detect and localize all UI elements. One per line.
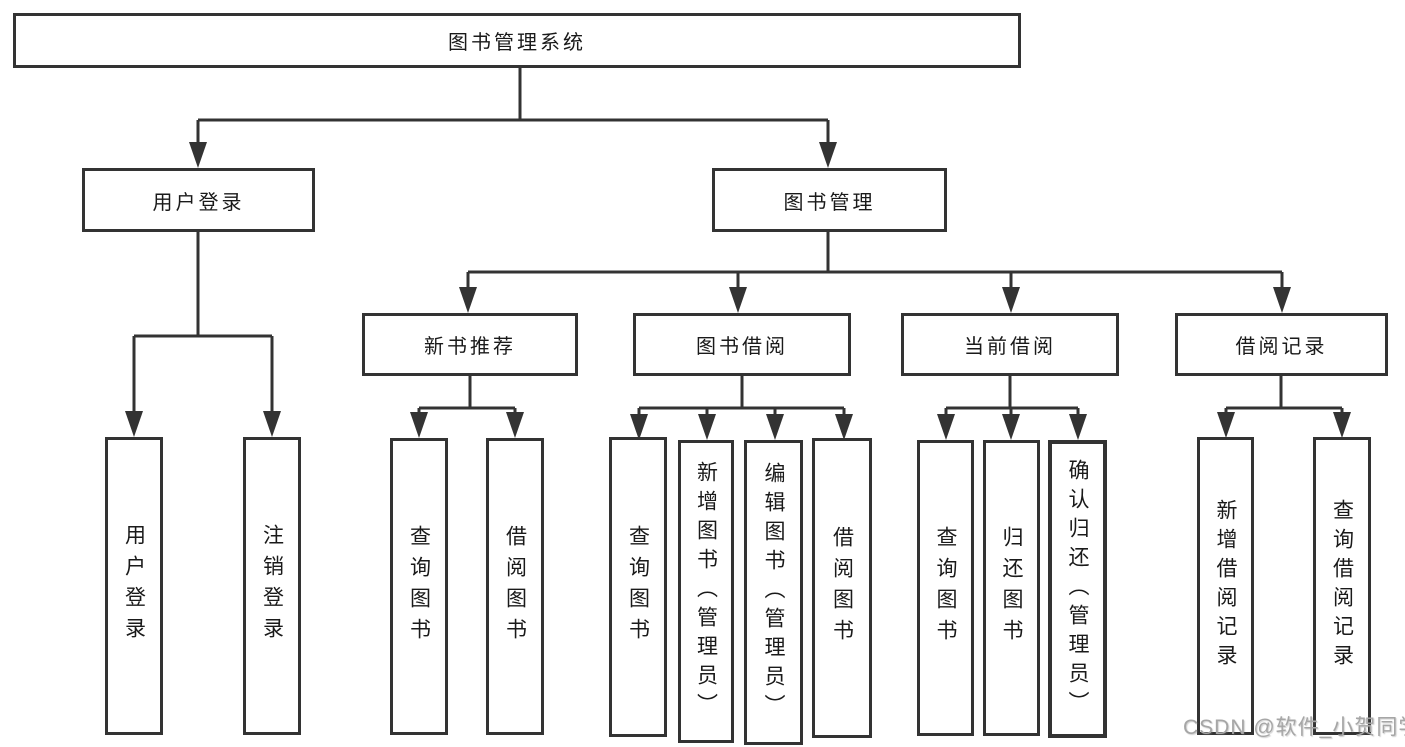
leaf-confirm-return-admin: 确认归还（管理员） [1048, 440, 1107, 738]
leaf-user-login: 用户登录 [105, 437, 163, 735]
leaf-add-borrow-record: 新增借阅记录 [1197, 437, 1254, 735]
leaf-borrow-books-borrow: 借阅图书 [812, 438, 872, 738]
node-user-login: 用户登录 [82, 168, 315, 232]
leaf-borrow-books-recommend: 借阅图书 [486, 438, 544, 735]
node-library-management-system: 图书管理系统 [13, 13, 1021, 68]
leaf-query-borrow-record: 查询借阅记录 [1313, 437, 1371, 735]
leaf-add-book-admin: 新增图书（管理员） [678, 440, 734, 743]
leaf-logout: 注销登录 [243, 437, 301, 735]
leaf-edit-book-admin: 编辑图书（管理员） [744, 440, 803, 745]
csdn-watermark: CSDN @软件_小贺同学 [1183, 716, 1405, 739]
node-book-management: 图书管理 [712, 168, 947, 232]
leaf-query-books-recommend: 查询图书 [390, 438, 448, 735]
node-book-borrowing: 图书借阅 [633, 313, 851, 376]
node-new-book-recommendation: 新书推荐 [362, 313, 578, 376]
leaf-query-books-current: 查询图书 [917, 440, 974, 736]
leaf-return-book: 归还图书 [983, 440, 1040, 736]
leaf-query-books-borrow: 查询图书 [609, 437, 667, 737]
node-current-borrowing: 当前借阅 [901, 313, 1119, 376]
node-borrowing-records: 借阅记录 [1175, 313, 1388, 376]
